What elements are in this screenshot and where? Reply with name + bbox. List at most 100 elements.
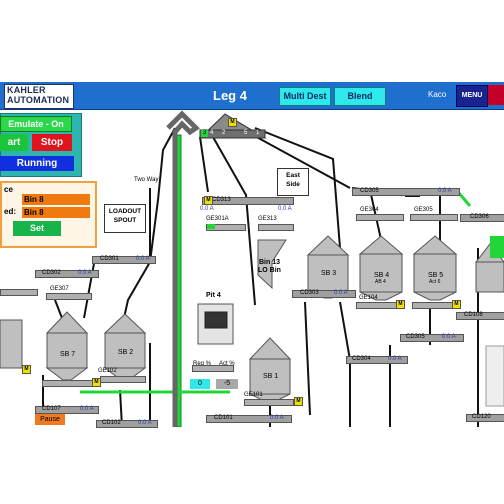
- gate-ge304[interactable]: [356, 214, 404, 221]
- spout-3[interactable]: 3: [201, 130, 208, 137]
- gate-sb7[interactable]: [42, 380, 94, 387]
- silo-sb4-ab: AB 4: [375, 279, 386, 285]
- tag-cd305: CD305: [360, 188, 379, 194]
- tag-cd107: CD107: [42, 406, 61, 412]
- tag-cd303: CD303: [300, 290, 319, 296]
- pause-button[interactable]: Pause: [35, 414, 65, 425]
- motor-left-bin[interactable]: M: [22, 365, 31, 374]
- spout-2[interactable]: 2: [222, 130, 226, 136]
- motor-ge104[interactable]: M: [396, 300, 405, 309]
- dest-value[interactable]: Bin 8: [22, 207, 90, 218]
- act-percent-value: -5: [216, 379, 238, 389]
- gate-sb5[interactable]: [412, 302, 454, 309]
- conveyor-cd107[interactable]: [35, 406, 99, 414]
- tag-ge104: GE104: [359, 295, 378, 301]
- emulate-button[interactable]: Emulate - On: [0, 116, 72, 132]
- start-button[interactable]: art: [0, 134, 28, 151]
- tag-cd313: CD313: [212, 197, 231, 203]
- title-bar: [0, 82, 504, 110]
- silo-sb4-label: SB 4: [374, 272, 390, 279]
- current-cd304: 0.0 A: [388, 356, 402, 362]
- req-percent-field[interactable]: 0: [190, 379, 210, 389]
- green-spout: [456, 191, 472, 207]
- conveyor-cd108[interactable]: [456, 312, 504, 320]
- tag-cd102: CD102: [102, 420, 121, 426]
- alarm-indicator[interactable]: [488, 85, 504, 105]
- source-label: ce: [4, 185, 13, 194]
- conveyor-cd303[interactable]: [292, 290, 356, 298]
- multi-dest-button[interactable]: Multi Dest: [279, 87, 331, 106]
- spout-1[interactable]: 1: [256, 130, 260, 136]
- truck-icon: [204, 311, 228, 329]
- tag-cd306: CD306: [470, 214, 489, 220]
- gate-ge307[interactable]: [46, 293, 92, 300]
- set-button[interactable]: Set: [13, 221, 61, 236]
- gate-ge104[interactable]: [356, 302, 398, 309]
- tag-cd108: CD108: [464, 312, 483, 318]
- conveyor-cd313[interactable]: [202, 197, 294, 205]
- current-cd107: 0.0 A: [80, 406, 94, 412]
- gate-left-edge[interactable]: [0, 289, 38, 296]
- loadout-spout-box[interactable]: LOADOUT SPOUT: [104, 204, 146, 233]
- tag-cd305b: CD305: [406, 334, 425, 340]
- current-cd102: 0.0 A: [138, 420, 152, 426]
- conveyor-cd305b[interactable]: [400, 334, 464, 342]
- spout-5[interactable]: 5: [244, 130, 248, 136]
- pit-feeder[interactable]: [192, 365, 234, 372]
- gate-ge102[interactable]: [100, 376, 146, 383]
- silo-sb1-label: SB 1: [263, 373, 279, 380]
- conveyor-cd120[interactable]: [466, 414, 504, 422]
- motor-sb7[interactable]: M: [92, 378, 101, 387]
- conveyor-cd101[interactable]: [206, 415, 292, 423]
- tag-cd301: CD301: [100, 256, 119, 262]
- process-diagram: [0, 110, 504, 427]
- menu-button[interactable]: MENU: [456, 85, 488, 107]
- stop-button[interactable]: Stop: [32, 134, 72, 151]
- dest-label: ed:: [4, 207, 16, 216]
- user-name: Kaco: [428, 90, 447, 99]
- east-side-box[interactable]: East Side: [277, 168, 309, 196]
- tag-cd120: CD120: [472, 414, 491, 420]
- conveyor-cd305[interactable]: [352, 188, 460, 196]
- logo-line1: KAHLER: [7, 85, 46, 95]
- tag-ge307: GE307: [50, 286, 69, 292]
- source-value[interactable]: Bin 8: [22, 194, 90, 205]
- tag-ge301a: GE301A: [206, 216, 229, 222]
- gate-ge301a-open: [207, 224, 215, 229]
- motor-sb5[interactable]: M: [452, 300, 461, 309]
- current-cd302: 0.0 A: [78, 270, 92, 276]
- silo-sb7-label: SB 7: [60, 351, 76, 358]
- conveyor-cd302[interactable]: [35, 270, 99, 278]
- req-label: Req %: [193, 361, 212, 367]
- tag-ge313: GE313: [258, 216, 277, 222]
- leg-head: [166, 110, 200, 427]
- spout-4[interactable]: 4: [210, 130, 214, 136]
- motor-cd313[interactable]: M: [204, 196, 213, 205]
- gate-ge313[interactable]: [258, 224, 294, 231]
- conveyor-cd304[interactable]: [346, 356, 408, 364]
- motor-ge101[interactable]: M: [294, 397, 303, 406]
- running-status: Running: [0, 156, 74, 171]
- current-cd313-right: 0.0 A: [278, 206, 292, 212]
- two-way-label: Two Way: [134, 177, 159, 183]
- current-cd303: 0.0 A: [334, 290, 348, 296]
- head-motor-indicator[interactable]: M: [228, 118, 237, 127]
- page-title: Leg 4: [213, 88, 247, 103]
- conveyor-cd306[interactable]: [460, 214, 504, 222]
- side-equipment: [485, 345, 504, 407]
- silo-shapes: [0, 235, 504, 403]
- distributor-ports: [199, 129, 266, 139]
- conveyor-cd301[interactable]: [92, 256, 156, 264]
- tag-ge305: GE305: [414, 207, 433, 213]
- gate-ge305[interactable]: [410, 214, 458, 221]
- current-cd305b: 0.0 A: [442, 334, 456, 340]
- blend-button[interactable]: Blend: [334, 87, 386, 106]
- conveyor-cd102[interactable]: [96, 420, 158, 428]
- gate-ge101[interactable]: [244, 399, 294, 406]
- tag-ge304: GE304: [360, 207, 379, 213]
- tag-ge101: GE101: [244, 392, 263, 398]
- logo-line2: AUTOMATION: [7, 95, 70, 105]
- current-cd301: 0.0 A: [136, 256, 150, 262]
- gate-ge301a[interactable]: [206, 224, 246, 231]
- tag-cd304: CD304: [352, 356, 371, 362]
